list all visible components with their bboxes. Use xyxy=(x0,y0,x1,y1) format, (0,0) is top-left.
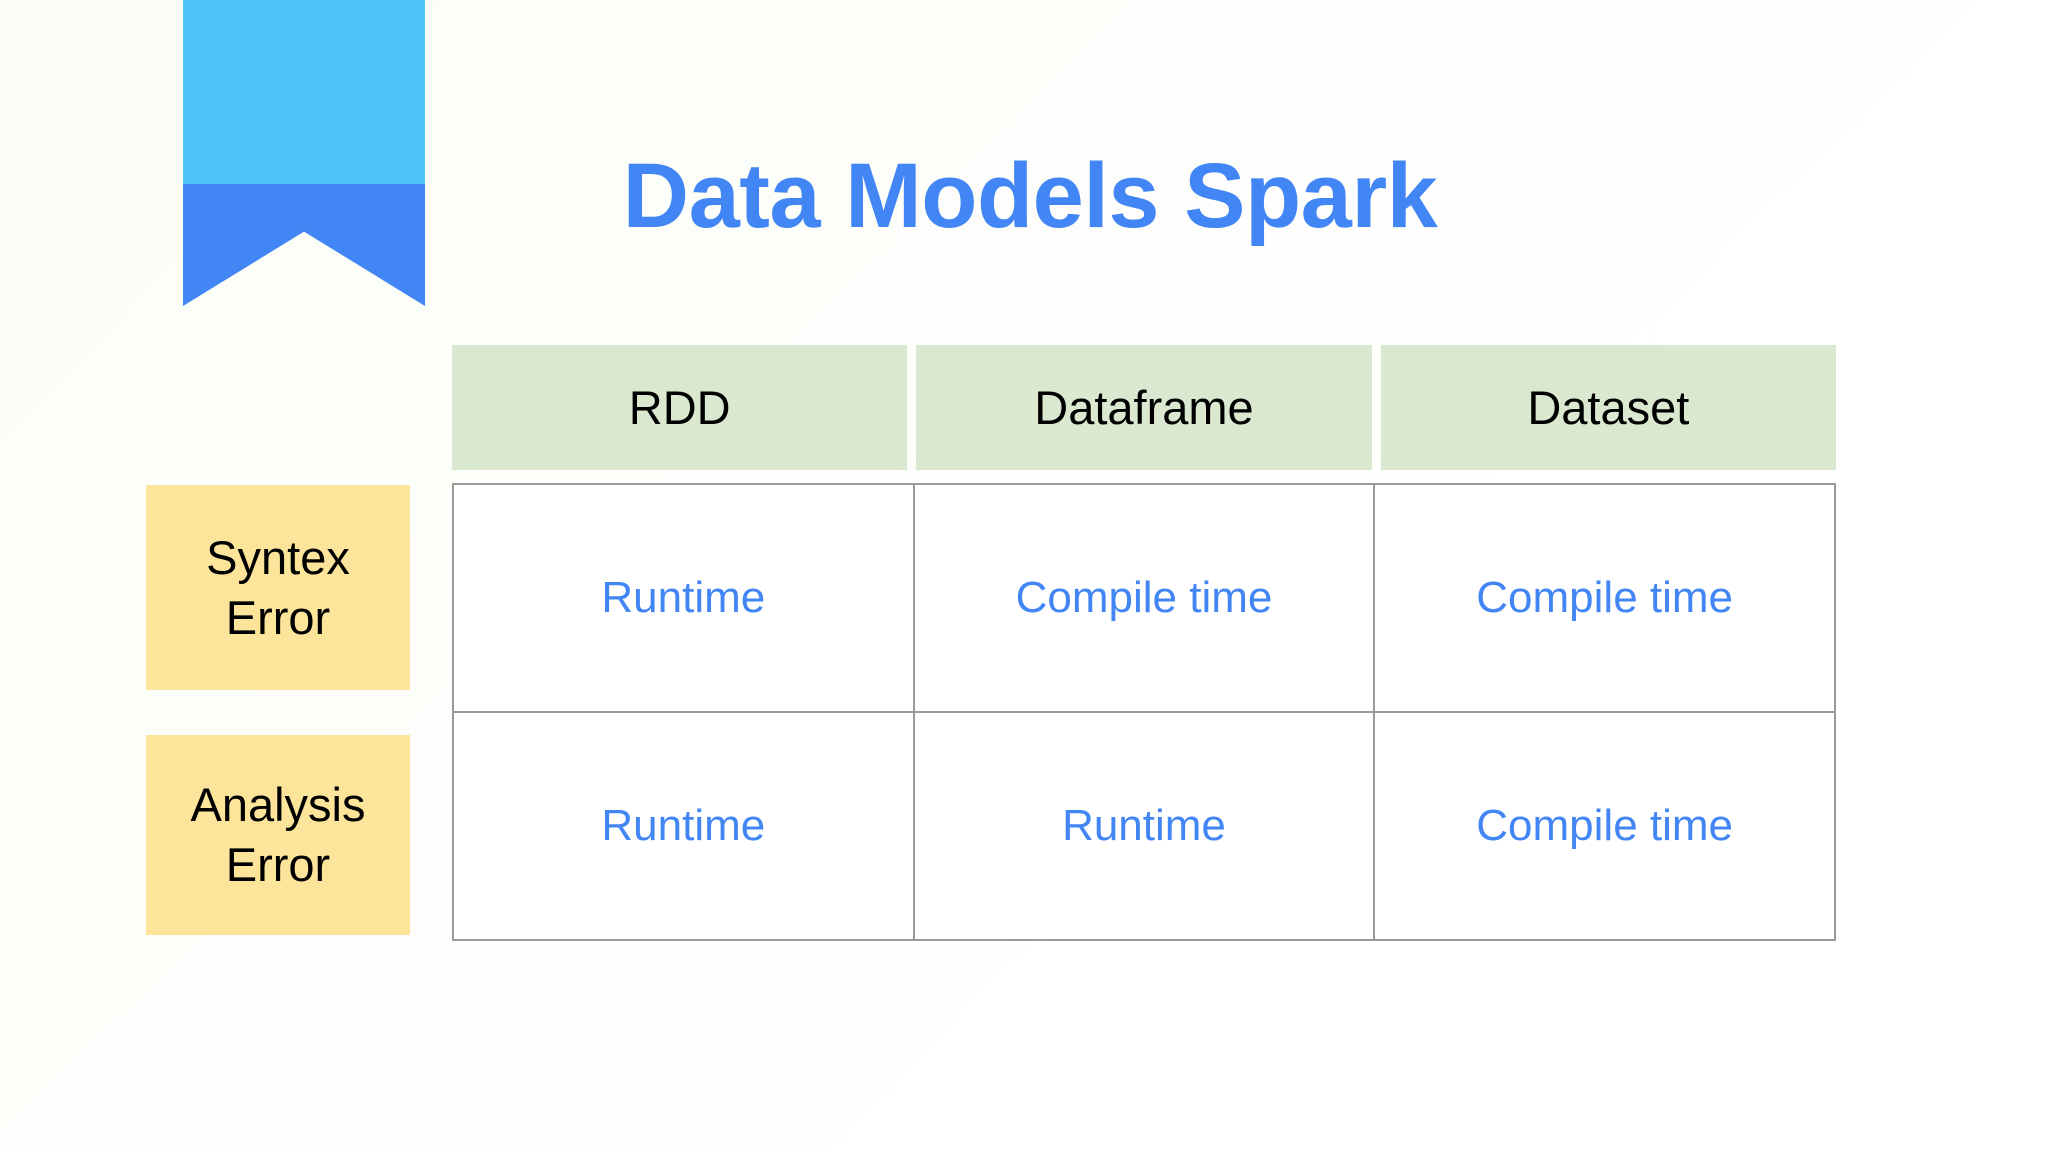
column-header-dataset: Dataset xyxy=(1380,345,1836,470)
row-label-analysis-error: Analysis Error xyxy=(146,735,410,935)
table-cell: Compile time xyxy=(1373,483,1836,713)
row-label-line-2: Error xyxy=(225,590,331,644)
row-label-line-1: Syntex xyxy=(206,530,350,584)
row-label-line-2: Error xyxy=(225,838,331,891)
row-label-syntex-error: Syntex Error xyxy=(146,485,410,690)
column-header-rdd: RDD xyxy=(452,345,908,470)
comparison-table: Runtime Compile time Compile time Runtim… xyxy=(452,483,1836,941)
table-cell: Compile time xyxy=(912,483,1376,713)
bookmark-ribbon-icon xyxy=(183,0,425,306)
ribbon-bottom-band xyxy=(183,184,425,306)
table-cell: Runtime xyxy=(912,711,1376,941)
table-cell: Runtime xyxy=(452,483,915,713)
ribbon-top-band xyxy=(183,0,425,184)
table-row: Runtime Compile time Compile time xyxy=(452,483,1836,713)
row-label-line-1: Analysis xyxy=(190,778,366,831)
table-header-row: RDD Dataframe Dataset xyxy=(452,345,1836,470)
table-row: Runtime Runtime Compile time xyxy=(452,711,1836,941)
table-cell: Compile time xyxy=(1373,711,1836,941)
column-header-dataframe: Dataframe xyxy=(916,345,1372,470)
page-title: Data Models Spark xyxy=(622,145,1438,247)
table-cell: Runtime xyxy=(452,711,915,941)
